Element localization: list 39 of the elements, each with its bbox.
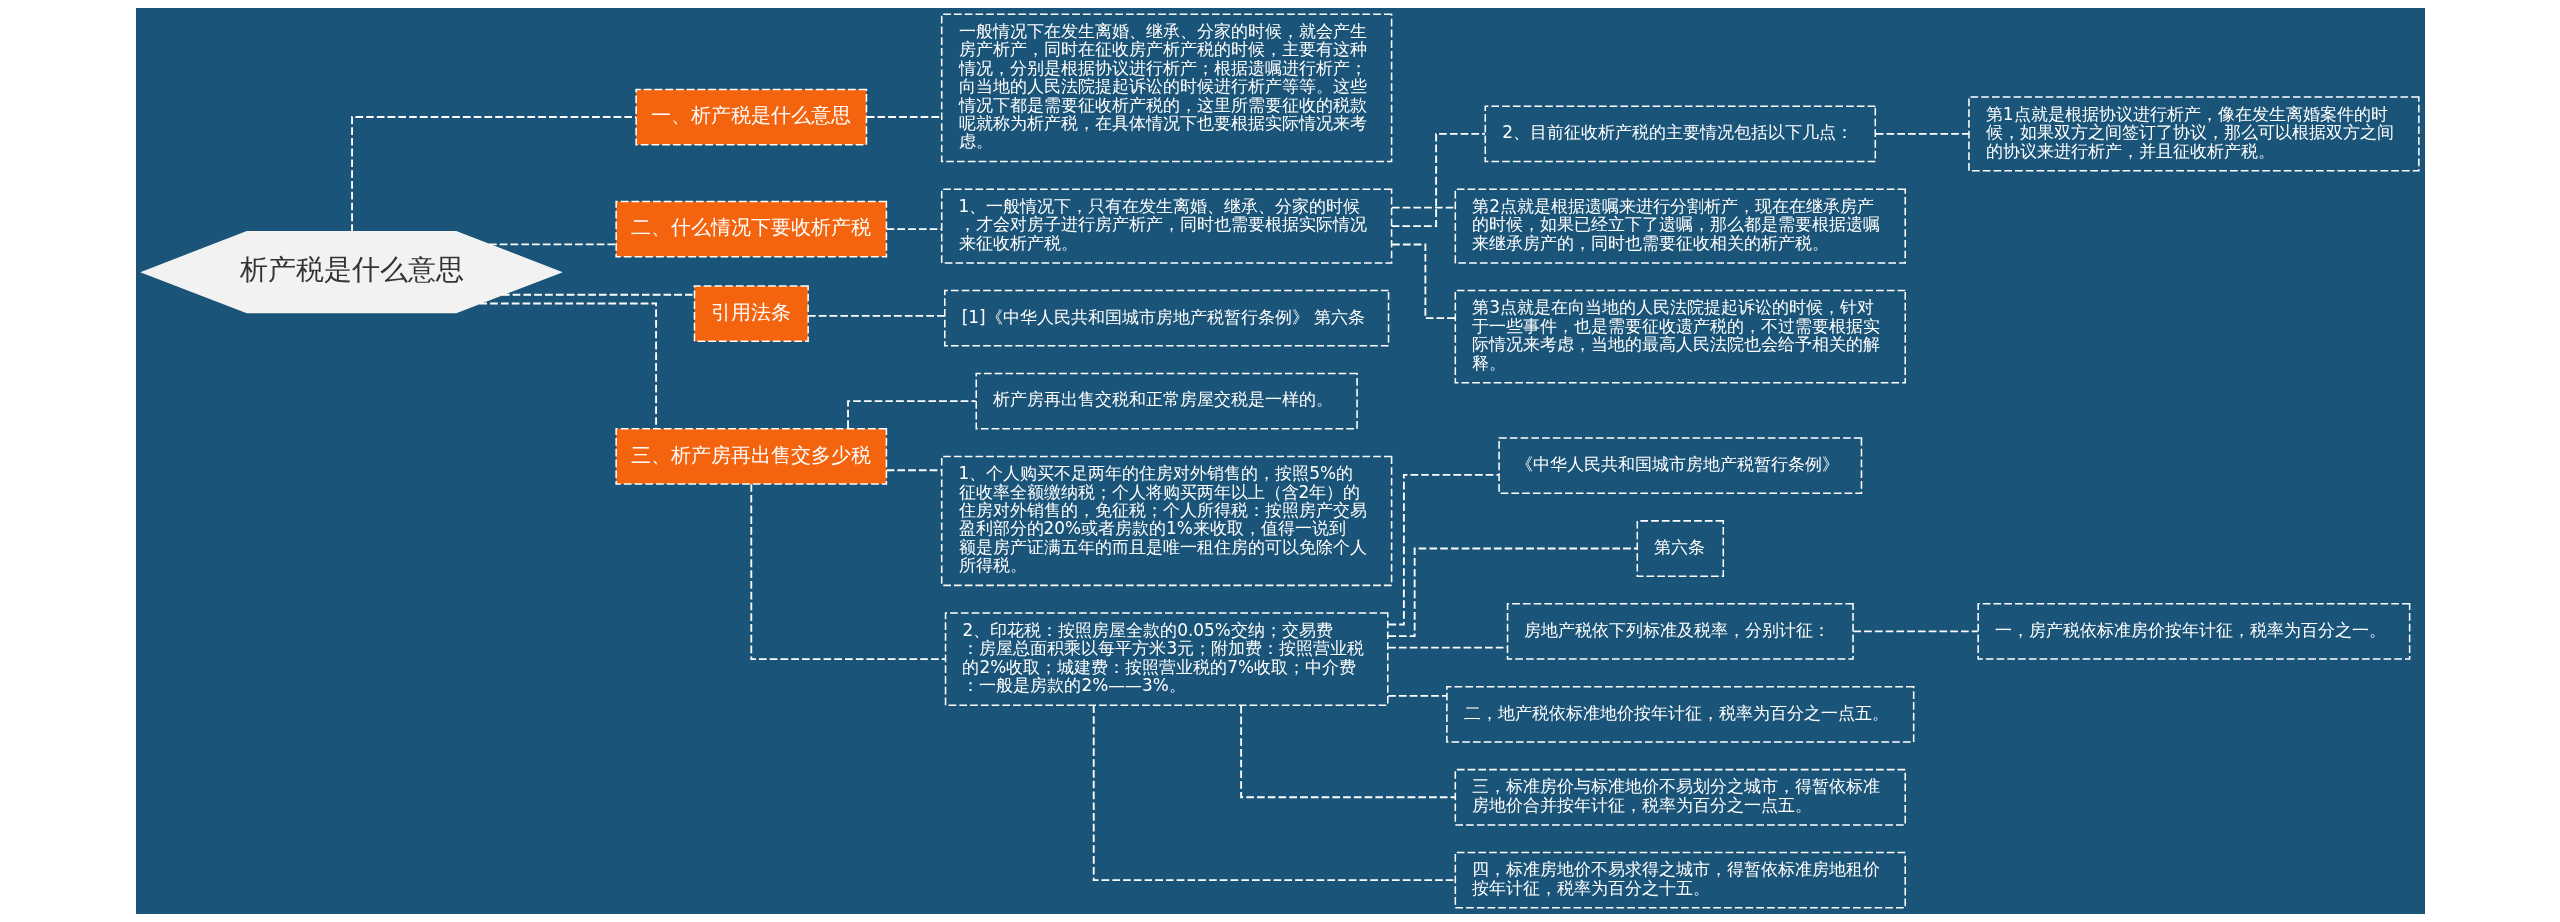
node-box: 四，标准房地价不易求得之城市，得暂依标准房地租价按年计征，税率为百分之十五。: [1454, 851, 1906, 909]
connector: [487, 243, 617, 246]
node-box: 二，地产税依标准地价按年计征，税率为百分之一点五。: [1445, 685, 1914, 743]
node-box: 房地产税依下列标准及税率，分别计征：: [1506, 603, 1854, 660]
node-box: 一般情况下在发生离婚、继承、分家的时候，就会产生房产析产，同时在征收房产析产税的时候，主要有这种情况，分别是根据协议进行析产；根据遗嘱进行析产；向当地的人民法院提起诉讼的时候进行析产等等。这些情况下都是需要征收析产税的，这里所需要征收的税款呢就称为析产税，在具体情况下也要根据实际情况来考虑。: [940, 13, 1392, 163]
node-box: [1]《中华人民共和国城市房地产税暂行条例》 第六条: [943, 289, 1389, 347]
connector: [1390, 206, 1456, 209]
node-box: 第2点就是根据遗嘱来进行分割析产，现在在继承房产的时候，如果已经立下了遗嘱，那么都是需要根据遗嘱来继承房产的，同时也需要征收相关的析产税。: [1454, 188, 1906, 264]
connector: [1386, 646, 1508, 649]
connector: [749, 483, 946, 660]
connector: [1092, 704, 1456, 882]
connector: [1852, 630, 1979, 633]
node-box: 二、什么情况下要收析产税: [614, 200, 887, 258]
connector: [806, 314, 945, 317]
node-box: 1、一般情况下，只有在发生离婚、继承、分家的时候，才会对房子进行房产析产，同时也需要根据实际情况来征收析产税。: [940, 188, 1392, 264]
node-box: 第1点就是根据协议进行析产，像在发生离婚案件的时候，如果双方之间签订了协议，那么可以根据双方之间的协议来进行析产，并且征收析产税。: [1967, 96, 2420, 172]
node-box: 三，标准房价与标准地价不易划分之城市，得暂依标准房地价合并按年计征，税率为百分之一点五。: [1454, 768, 1906, 826]
node-box: 第六条: [1636, 520, 1724, 577]
node-box: 一，房产税依标准房价按年计征，税率为百分之一。: [1976, 603, 2410, 660]
connector: [885, 228, 942, 231]
connector: [1386, 547, 1638, 637]
node-box: 《中华人民共和国城市房地产税暂行条例》: [1497, 437, 1862, 494]
connector: [1386, 695, 1448, 697]
connector: [1390, 133, 1486, 227]
node-box: 引用法条: [693, 285, 809, 342]
connector: [885, 469, 942, 472]
connector: [865, 116, 942, 118]
node-box: 三、析产房再出售交多少税: [614, 428, 887, 485]
node-box: 2、印花税：按照房屋全款的0.05%交纳；交易费：房屋总面积乘以每平方米3元；附加费：按照营业税的2%收取；城建费：按照营业税的7%收取；中介费：一般是房款的2%——3%。: [944, 612, 1389, 706]
node-box: 2、目前征收析产税的主要情况包括以下几点：: [1484, 105, 1876, 163]
connector: [1386, 473, 1500, 626]
node-box: 第3点就是在向当地的人民法院提起诉讼的时候，针对于一些事件，也是需要征收遗产税的，不过需要根据实际情况来考虑，当地的最高人民法院也会给予相关的解释。: [1454, 289, 1906, 384]
connector: [350, 116, 637, 233]
connector: [500, 293, 695, 296]
node-box: 析产房再出售交税和正常房屋交税是一样的。: [975, 372, 1358, 430]
node-box: 1、个人购买不足两年的住房对外销售的，按照5%的征收率全额缴纳税；个人将购买两年以上（含2年）的住房对外销售的，免征税；个人所得税：按照房产交易盈利部分的20%或者房款的1%来收取，值得一说到额是房产证满五年的而且是唯一租住房的可以免除个人所得税。: [940, 455, 1392, 587]
node-box: 一、析产税是什么意思: [634, 88, 867, 146]
connector: [1239, 704, 1456, 799]
connector: [1874, 133, 1970, 135]
